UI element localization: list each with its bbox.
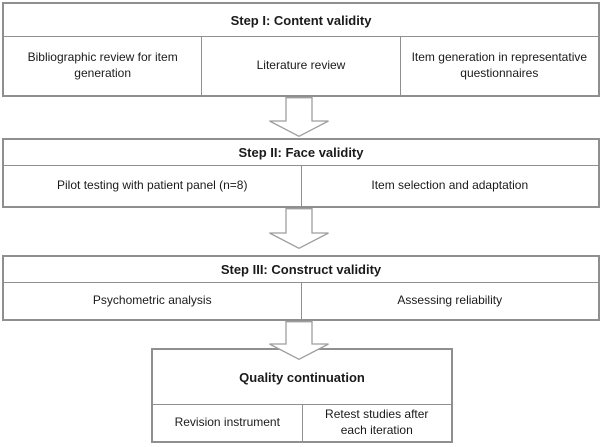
step2-face-validity-block: Step II: Face validity Pilot testing wit… [2,138,600,208]
step1-cells-row: Bibliographic review for item generation… [4,37,598,95]
quality-cell-revision-instrument: Revision instrument [174,415,280,430]
quality-cells-row: Revision instrument Retest studies after… [153,405,451,441]
quality-cell-retest-studies: Retest studies after each iteration [301,405,452,441]
step3-construct-validity-block: Step III: Construct validity Psychometri… [2,255,600,321]
down-arrow-icon [269,97,329,137]
step1-cell-literature-review: Literature review [201,37,399,95]
step2-header: Step II: Face validity [4,140,598,166]
step2-cell-pilot-testing: Pilot testing with patient panel (n=8) [57,178,248,193]
step1-cell-item-generation: Item generation in representative questi… [399,37,598,95]
down-arrow-icon [269,208,329,249]
quality-continuation-block: Quality continuation Revision instrument… [151,348,453,443]
step3-header: Step III: Construct validity [4,257,598,283]
down-arrow-icon [269,321,329,360]
step1-header: Step I: Content validity [4,4,598,37]
step3-cell-assessing-reliability: Assessing reliability [300,283,599,319]
step1-cell-bibliographic-review: Bibliographic review for item generation [27,50,178,80]
step1-content-validity-block: Step I: Content validity Bibliographic r… [2,2,600,97]
step2-cells-row: Pilot testing with patient panel (n=8) I… [4,166,598,206]
step2-cell-item-selection: Item selection and adaptation [300,166,599,206]
step3-cells-row: Psychometric analysis Assessing reliabil… [4,283,598,319]
step3-cell-psychometric-analysis: Psychometric analysis [92,293,212,308]
quality-header: Quality continuation [153,350,451,405]
